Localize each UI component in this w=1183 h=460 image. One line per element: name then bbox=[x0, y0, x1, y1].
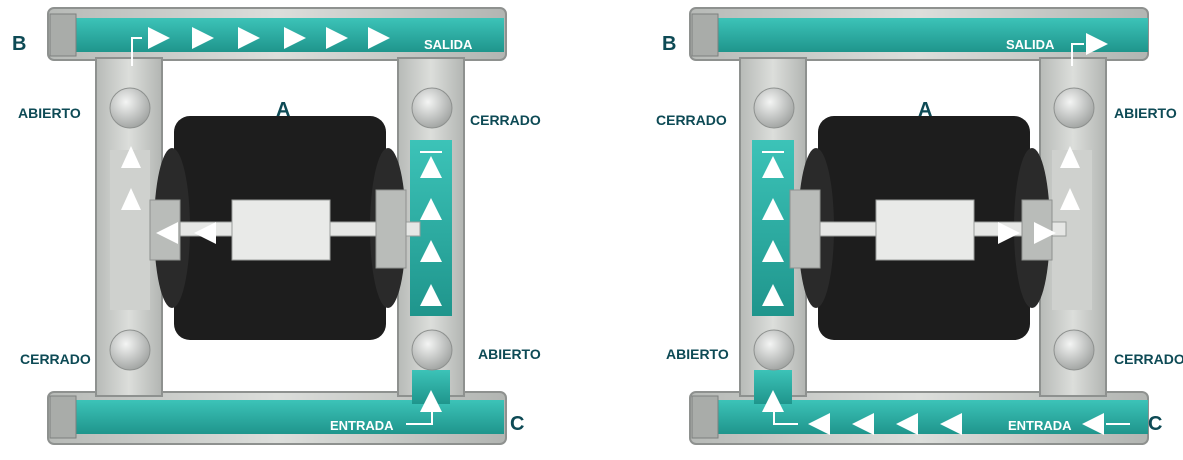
port-c-label-left: C bbox=[510, 413, 525, 435]
valve-status-top-right-left: CERRADO bbox=[470, 112, 541, 128]
inlet-channel bbox=[70, 400, 504, 434]
bottom-end-cap bbox=[49, 395, 77, 439]
inlet-label-left: ENTRADA bbox=[330, 418, 394, 433]
outlet-flow-arrows bbox=[148, 27, 390, 49]
valve-status-bottom-right-left: ABIERTO bbox=[478, 346, 541, 362]
air-valve bbox=[231, 199, 331, 261]
outlet-label-right: SALIDA bbox=[1006, 37, 1055, 52]
valve-status-bottom-right-right: CERRADO bbox=[1114, 352, 1183, 366]
chamber-a-label-left: A bbox=[276, 99, 291, 121]
valve-status-top-left-left: ABIERTO bbox=[18, 105, 81, 121]
chamber-a-label-right: A bbox=[918, 99, 933, 121]
right-pump bbox=[689, 7, 1149, 445]
valve-status-top-left-right: CERRADO bbox=[656, 112, 727, 128]
port-c-label-right: C bbox=[1148, 413, 1163, 435]
top-end-cap bbox=[49, 13, 77, 57]
ball-valve-bottom-left bbox=[109, 329, 151, 371]
left-up-arrows bbox=[121, 146, 141, 210]
valve-status-bottom-left-right: ABIERTO bbox=[666, 346, 729, 362]
ball-valve-bottom-right bbox=[411, 329, 453, 371]
ball-valve-top-right bbox=[411, 87, 453, 129]
inlet-label-right: ENTRADA bbox=[1008, 418, 1072, 433]
left-pump bbox=[47, 7, 507, 445]
right-up-arrows bbox=[420, 151, 442, 412]
shaft-left-arrows bbox=[156, 222, 216, 244]
ball-valve-top-left bbox=[109, 87, 151, 129]
valve-status-top-right-right: ABIERTO bbox=[1114, 105, 1177, 121]
port-b-label-left: B bbox=[12, 33, 27, 55]
valve-status-bottom-left-left: CERRADO bbox=[20, 351, 91, 367]
port-b-label-right: B bbox=[662, 33, 677, 55]
outlet-label-left: SALIDA bbox=[424, 37, 473, 52]
